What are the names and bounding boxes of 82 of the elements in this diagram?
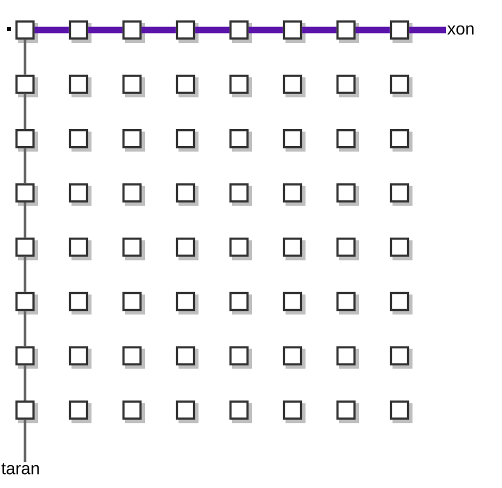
connector-line xyxy=(88,26,122,34)
square-node xyxy=(336,74,359,98)
square-node xyxy=(336,292,359,314)
connector-line xyxy=(356,26,390,34)
connector-line xyxy=(409,26,446,34)
square-node xyxy=(176,238,198,260)
square-node xyxy=(68,74,92,98)
square-node xyxy=(15,74,38,98)
square-node xyxy=(68,183,92,206)
square-node xyxy=(282,129,306,152)
connector-line xyxy=(34,26,69,34)
connector-line xyxy=(24,256,26,292)
connector-line xyxy=(302,26,336,34)
square-node xyxy=(282,346,306,369)
square-node xyxy=(229,129,252,152)
square-node xyxy=(68,292,92,314)
square-node xyxy=(229,74,252,98)
square-node xyxy=(176,20,198,43)
square-node xyxy=(390,74,412,98)
square-node xyxy=(336,346,359,369)
square-node xyxy=(15,20,38,43)
connector-line xyxy=(248,26,283,34)
square-node xyxy=(122,74,145,98)
square-node xyxy=(68,238,92,260)
connector-line xyxy=(24,365,26,400)
connector-line xyxy=(24,202,26,238)
square-node xyxy=(336,129,359,152)
square-node xyxy=(15,238,38,260)
square-node xyxy=(15,400,38,424)
connector-line xyxy=(24,148,26,184)
square-node xyxy=(176,183,198,206)
square-node xyxy=(282,183,306,206)
square-node xyxy=(122,129,145,152)
square-node xyxy=(229,183,252,206)
connector-line xyxy=(195,26,230,34)
square-node xyxy=(68,20,92,43)
square-node xyxy=(15,346,38,369)
square-node xyxy=(122,400,145,424)
square-node xyxy=(122,20,145,43)
square-node xyxy=(15,292,38,314)
square-node xyxy=(122,238,145,260)
square-node xyxy=(282,238,306,260)
square-node xyxy=(390,238,412,260)
square-node xyxy=(282,74,306,98)
square-node xyxy=(176,400,198,424)
node-label: xon xyxy=(447,25,474,35)
square-node xyxy=(176,346,198,369)
square-node xyxy=(390,292,412,314)
square-node xyxy=(122,292,145,314)
square-node xyxy=(336,400,359,424)
square-node xyxy=(176,129,198,152)
square-node xyxy=(68,346,92,369)
connector-line xyxy=(24,420,26,462)
square-node xyxy=(336,183,359,206)
square-node xyxy=(336,20,359,43)
square-node xyxy=(68,400,92,424)
square-node xyxy=(282,20,306,43)
square-node xyxy=(15,129,38,152)
square-node xyxy=(176,292,198,314)
square-node xyxy=(15,183,38,206)
square-node xyxy=(229,292,252,314)
square-node xyxy=(176,74,198,98)
square-node xyxy=(229,400,252,424)
square-node xyxy=(229,346,252,369)
square-node xyxy=(229,20,252,43)
square-node xyxy=(390,129,412,152)
connector-line xyxy=(24,94,26,129)
square-node xyxy=(390,183,412,206)
square-node xyxy=(336,238,359,260)
node-label: taran xyxy=(1,463,39,474)
square-node xyxy=(390,346,412,369)
square-node xyxy=(68,129,92,152)
square-node xyxy=(282,292,306,314)
square-node xyxy=(122,346,145,369)
connector-line xyxy=(142,26,176,34)
square-node xyxy=(390,400,412,424)
square-node xyxy=(229,238,252,260)
square-node xyxy=(282,400,306,424)
square-node xyxy=(122,183,145,206)
connector-line xyxy=(24,311,26,346)
connector-line xyxy=(24,40,26,75)
square-node xyxy=(390,20,412,43)
